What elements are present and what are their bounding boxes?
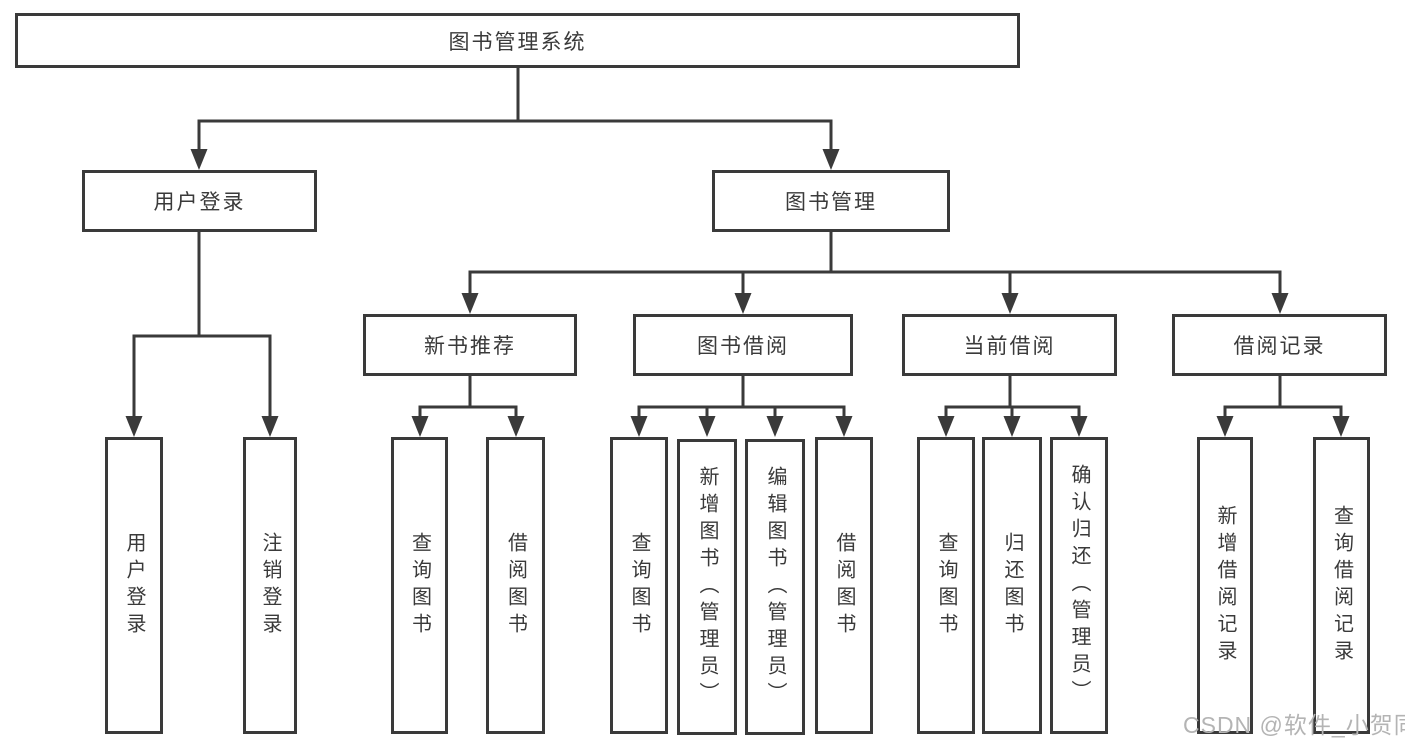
node-book-borrow: 图书借阅 (633, 314, 853, 376)
arrow-icon (698, 416, 716, 437)
node-user-login: 用户登录 (82, 170, 317, 232)
leaf-return-book: 归还图书 (982, 437, 1042, 734)
leaf-query-books-nb: 查询图书 (391, 437, 448, 734)
arrow-icon (630, 416, 648, 437)
leaf-logout: 注销登录 (243, 437, 297, 734)
arrow-icon (125, 416, 143, 437)
csdn-watermark: CSDN @软件_小贺同学 (1183, 712, 1405, 738)
leaf-add-book-admin: 新增图书（管理员） (677, 439, 737, 735)
arrow-icon (1332, 416, 1350, 437)
node-new-book-recommend: 新书推荐 (363, 314, 577, 376)
connector-currentborrow-to-leaves (944, 376, 1081, 422)
leaf-user-login: 用户登录 (105, 437, 163, 734)
arrow-icon (1271, 293, 1289, 314)
connector-root-to-level2 (197, 68, 833, 155)
arrow-icon (1003, 416, 1021, 437)
connector-bookmgmt-to-level3 (468, 232, 1282, 299)
leaf-query-books-bb: 查询图书 (610, 437, 668, 734)
arrow-icon (766, 416, 784, 437)
arrow-icon (190, 149, 208, 170)
leaf-query-books-cb: 查询图书 (917, 437, 975, 734)
arrowheads (125, 149, 1350, 437)
arrow-icon (261, 416, 279, 437)
leaf-add-borrow-record: 新增借阅记录 (1197, 437, 1253, 734)
arrow-icon (461, 293, 479, 314)
node-book-management: 图书管理 (712, 170, 950, 232)
connector-userlogin-to-leaves (132, 232, 272, 422)
arrow-icon (835, 416, 853, 437)
node-borrow-records: 借阅记录 (1172, 314, 1387, 376)
leaf-confirm-return-admin: 确认归还（管理员） (1050, 437, 1108, 734)
arrow-icon (937, 416, 955, 437)
leaf-borrow-books-bb: 借阅图书 (815, 437, 873, 734)
arrow-icon (411, 416, 429, 437)
node-root: 图书管理系统 (15, 13, 1020, 68)
leaf-borrow-books-nb: 借阅图书 (486, 437, 545, 734)
arrow-icon (1001, 293, 1019, 314)
connector-bookborrow-to-leaves (637, 376, 846, 422)
leaf-edit-book-admin: 编辑图书（管理员） (745, 439, 805, 735)
connector-newbook-to-leaves (418, 376, 518, 422)
arrow-icon (507, 416, 525, 437)
arrow-icon (822, 149, 840, 170)
node-current-borrow: 当前借阅 (902, 314, 1117, 376)
arrow-icon (1070, 416, 1088, 437)
connector-records-to-leaves (1223, 376, 1343, 422)
arrow-icon (734, 293, 752, 314)
leaf-query-borrow-record: 查询借阅记录 (1313, 437, 1370, 734)
arrow-icon (1216, 416, 1234, 437)
